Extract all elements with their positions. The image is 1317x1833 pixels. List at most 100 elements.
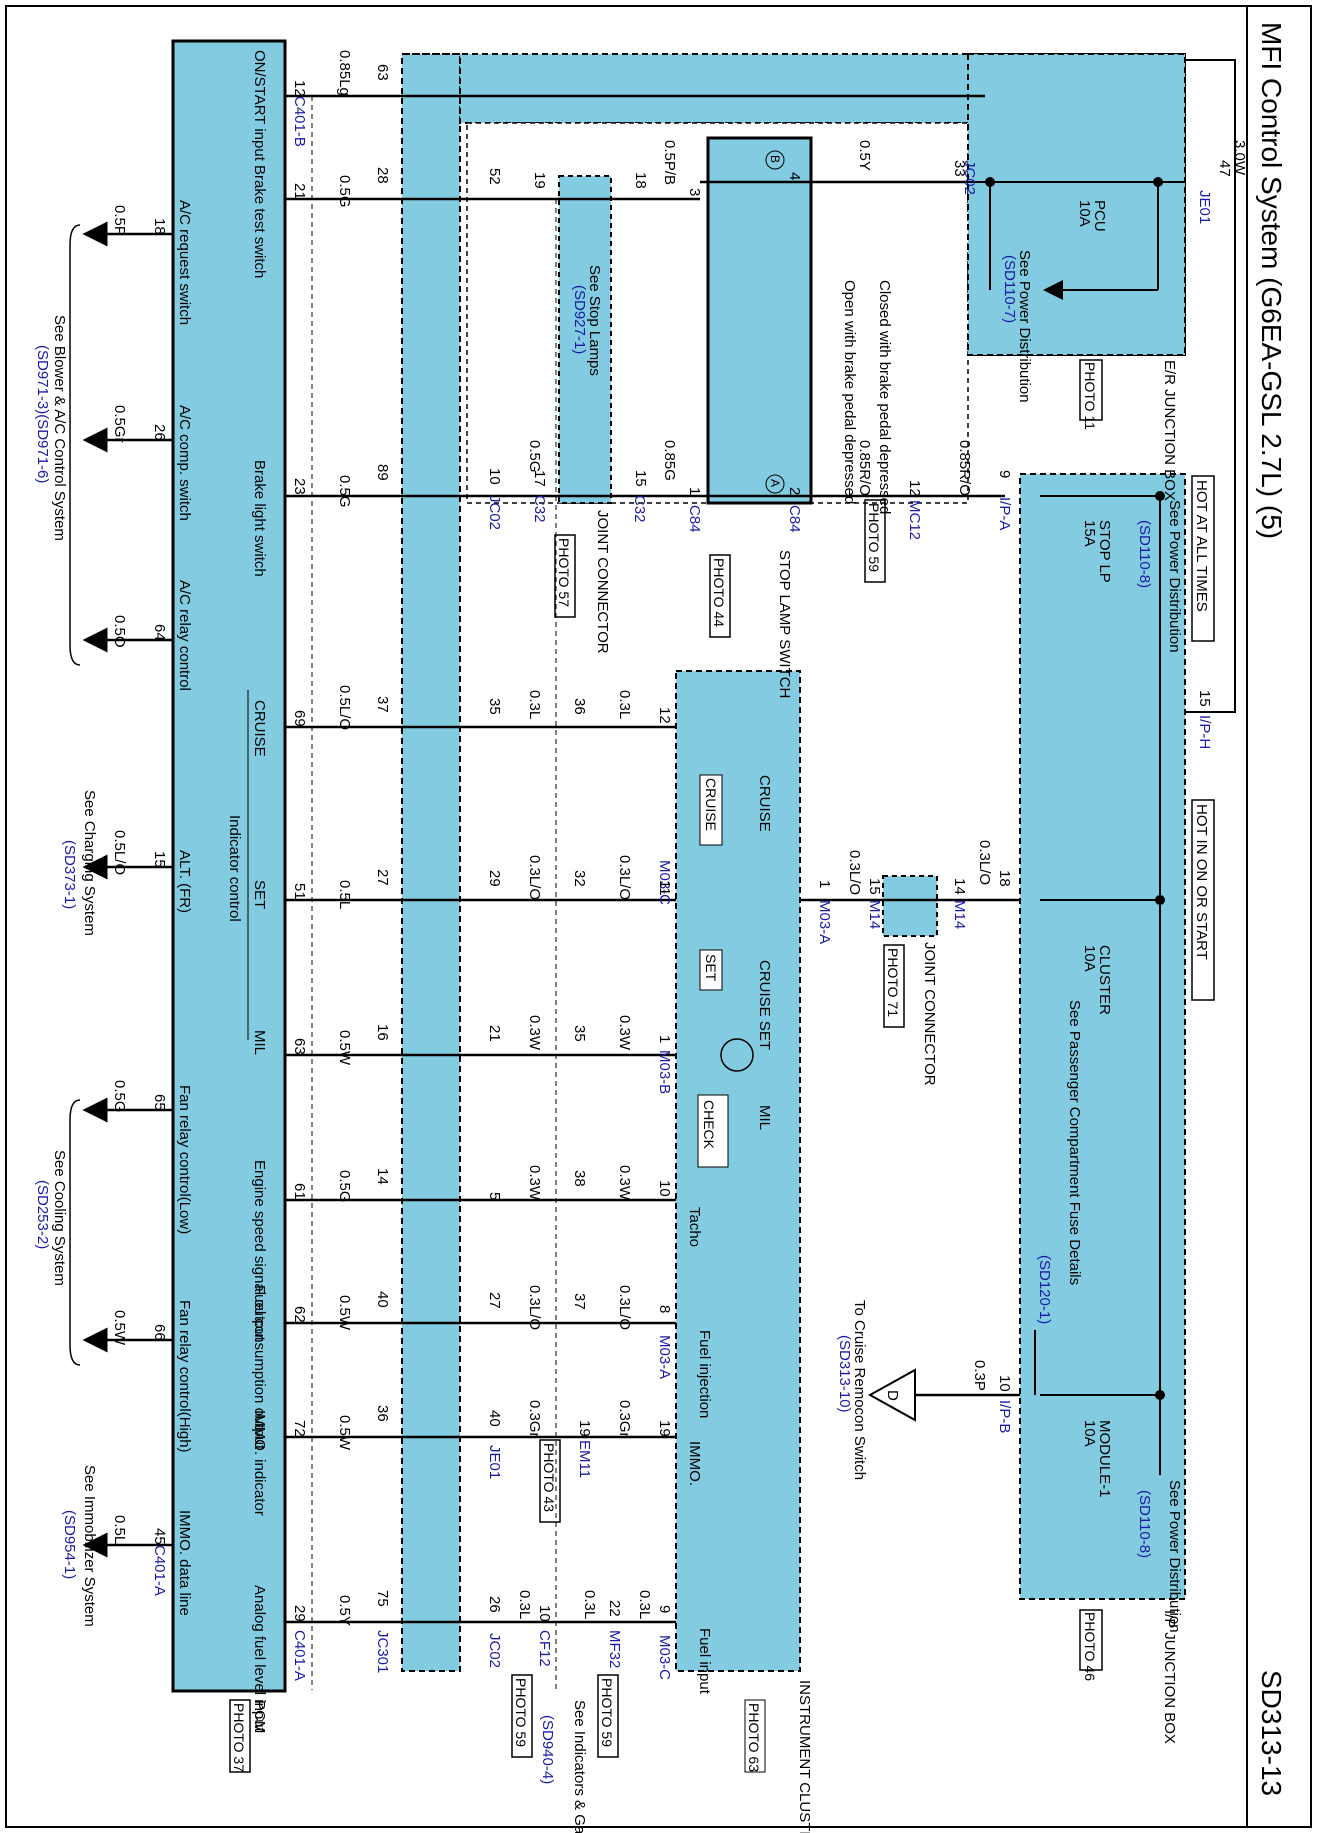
svg-text:45: 45 bbox=[151, 1528, 168, 1545]
joint-connector-m14-box[interactable] bbox=[882, 875, 938, 937]
joint-connector-c32-box[interactable] bbox=[558, 175, 612, 504]
svg-text:69: 69 bbox=[291, 710, 308, 727]
svg-text:A/C request switch: A/C request switch bbox=[176, 200, 193, 325]
er-box-photo: PHOTO 11 bbox=[1082, 362, 1098, 430]
svg-text:89: 89 bbox=[374, 464, 391, 481]
svg-text:2: 2 bbox=[786, 487, 803, 495]
svg-text:9: 9 bbox=[656, 1605, 673, 1613]
svg-text:MIL: MIL bbox=[251, 1030, 268, 1055]
svg-text:CHECK: CHECK bbox=[701, 1100, 717, 1150]
svg-text:EM11: EM11 bbox=[576, 1440, 593, 1478]
svg-text:MF32: MF32 bbox=[606, 1630, 623, 1668]
svg-text:0.5G: 0.5G bbox=[111, 1080, 128, 1113]
svg-text:0.85R/O: 0.85R/O bbox=[956, 440, 973, 496]
hot-on-start: HOT IN ON OR START bbox=[1193, 804, 1210, 960]
svg-text:I/P-H: I/P-H bbox=[1196, 715, 1213, 749]
svg-text:8: 8 bbox=[656, 1305, 673, 1313]
svg-text:35: 35 bbox=[571, 1025, 588, 1042]
svg-text:29: 29 bbox=[291, 1605, 308, 1622]
svg-text:0.5Y: 0.5Y bbox=[336, 1595, 353, 1626]
svg-text:0.5G: 0.5G bbox=[526, 440, 543, 473]
instrument-cluster-box[interactable] bbox=[675, 670, 801, 1672]
svg-text:(SD313-10): (SD313-10) bbox=[836, 1335, 853, 1413]
svg-text:40: 40 bbox=[486, 1410, 503, 1427]
svg-text:0.85G: 0.85G bbox=[661, 440, 678, 481]
svg-text:(SD253-2): (SD253-2) bbox=[34, 1180, 51, 1249]
svg-text:JE01: JE01 bbox=[1196, 190, 1213, 224]
svg-text:PHOTO 59: PHOTO 59 bbox=[513, 1678, 529, 1747]
dashed-wires bbox=[311, 96, 557, 1690]
svg-text:0.3L: 0.3L bbox=[581, 1590, 598, 1619]
c32-photo: PHOTO 57 bbox=[556, 538, 572, 607]
svg-text:15: 15 bbox=[866, 878, 883, 895]
ip-junction-box[interactable] bbox=[1019, 473, 1186, 1600]
svg-text:(SD373-1): (SD373-1) bbox=[61, 840, 78, 909]
svg-text:See Immobilizer System: See Immobilizer System bbox=[81, 1465, 98, 1627]
svg-text:0.3L/O: 0.3L/O bbox=[616, 855, 633, 900]
svg-text:12: 12 bbox=[906, 480, 923, 497]
pcm-connector-bottom-a: C401-A bbox=[151, 1545, 168, 1596]
svg-text:36: 36 bbox=[374, 1405, 391, 1422]
hot-all-times: HOT AT ALL TIMES bbox=[1193, 480, 1210, 612]
svg-text:0.3L/O: 0.3L/O bbox=[616, 1285, 633, 1330]
pcm-pin-labels: ON/START input 12 0.85Lg Brake test swit… bbox=[111, 50, 353, 1733]
svg-text:A/C relay control: A/C relay control bbox=[176, 580, 193, 691]
svg-text:10A: 10A bbox=[1076, 200, 1093, 227]
svg-text:ALT. (FR): ALT. (FR) bbox=[176, 850, 193, 913]
stop-switch-conn: C84 bbox=[686, 505, 703, 533]
svg-text:To Cruise Remocon Switch: To Cruise Remocon Switch bbox=[851, 1300, 868, 1480]
svg-text:21: 21 bbox=[486, 1025, 503, 1042]
svg-text:A: A bbox=[768, 479, 782, 487]
svg-text:11: 11 bbox=[656, 880, 673, 896]
svg-text:D: D bbox=[884, 1390, 901, 1401]
svg-text:See Blower & A/C Control Syste: See Blower & A/C Control System bbox=[51, 315, 68, 541]
er-junction-box[interactable] bbox=[967, 53, 1186, 356]
svg-text:0.85R/O: 0.85R/O bbox=[856, 440, 873, 496]
svg-text:JE01: JE01 bbox=[486, 1445, 503, 1479]
svg-text:I/P-A: I/P-A bbox=[996, 497, 1013, 530]
svg-text:JOINT CONNECTOR: JOINT CONNECTOR bbox=[921, 942, 938, 1086]
svg-text:A/C comp. switch: A/C comp. switch bbox=[176, 405, 193, 521]
svg-text:37: 37 bbox=[374, 696, 391, 713]
svg-text:14: 14 bbox=[951, 878, 968, 895]
page-title: MFI Control System (G6EA-GSL 2.7L) (5) bbox=[1256, 22, 1287, 539]
svg-text:See Indicators & Gauges: See Indicators & Gauges bbox=[571, 1700, 588, 1833]
svg-text:CF12: CF12 bbox=[536, 1630, 553, 1667]
svg-text:27: 27 bbox=[486, 1292, 503, 1309]
svg-text:0.5G: 0.5G bbox=[336, 175, 353, 208]
svg-text:22: 22 bbox=[606, 1600, 623, 1617]
svg-text:PHOTO 43: PHOTO 43 bbox=[541, 1443, 557, 1512]
svg-text:SET: SET bbox=[703, 954, 719, 982]
svg-text:19: 19 bbox=[531, 172, 548, 189]
svg-text:STOP LAMP SWITCH: STOP LAMP SWITCH bbox=[776, 550, 793, 698]
svg-text:JC02: JC02 bbox=[961, 160, 978, 195]
svg-text:0.3W: 0.3W bbox=[616, 1015, 633, 1051]
svg-text:0.3Gr: 0.3Gr bbox=[526, 1400, 543, 1438]
svg-text:62: 62 bbox=[291, 1306, 308, 1323]
svg-text:65: 65 bbox=[151, 1094, 168, 1111]
svg-text:26: 26 bbox=[151, 424, 168, 441]
ip-box-photo: PHOTO 46 bbox=[1082, 1612, 1098, 1681]
svg-text:10A: 10A bbox=[1081, 1420, 1098, 1447]
jc301-label: JC301 bbox=[374, 1630, 391, 1673]
svg-text:15A: 15A bbox=[1081, 520, 1098, 547]
svg-text:See Power Distribution: See Power Distribution bbox=[1166, 1480, 1183, 1633]
pcm-connector-top: C401-B bbox=[291, 96, 308, 147]
svg-text:12: 12 bbox=[291, 80, 308, 97]
stop-switch-labels: 4 3 1 2 0.5Y 0.5P/B 0.85G 0.85R/O STOP L… bbox=[661, 140, 893, 698]
svg-text:See Cooling System: See Cooling System bbox=[51, 1150, 68, 1286]
svg-text:M14: M14 bbox=[866, 900, 883, 929]
svg-text:Brake test switch: Brake test switch bbox=[251, 165, 268, 278]
svg-text:10: 10 bbox=[656, 1180, 673, 1197]
c32-pins: 18 19 15 17 bbox=[531, 172, 649, 487]
svg-text:(SD940-4): (SD940-4) bbox=[539, 1715, 556, 1784]
svg-text:0.5Y: 0.5Y bbox=[856, 140, 873, 171]
svg-text:Analog fuel level input: Analog fuel level input bbox=[251, 1585, 268, 1733]
svg-text:26: 26 bbox=[486, 1596, 503, 1613]
svg-text:Fuel input: Fuel input bbox=[696, 1628, 713, 1695]
stop-lamp-switch-box[interactable] bbox=[706, 136, 813, 505]
pcm-photo: PHOTO 37 bbox=[231, 1703, 247, 1772]
svg-text:0.5P/B: 0.5P/B bbox=[661, 140, 678, 185]
svg-text:63: 63 bbox=[374, 64, 391, 81]
svg-text:15: 15 bbox=[151, 851, 168, 868]
